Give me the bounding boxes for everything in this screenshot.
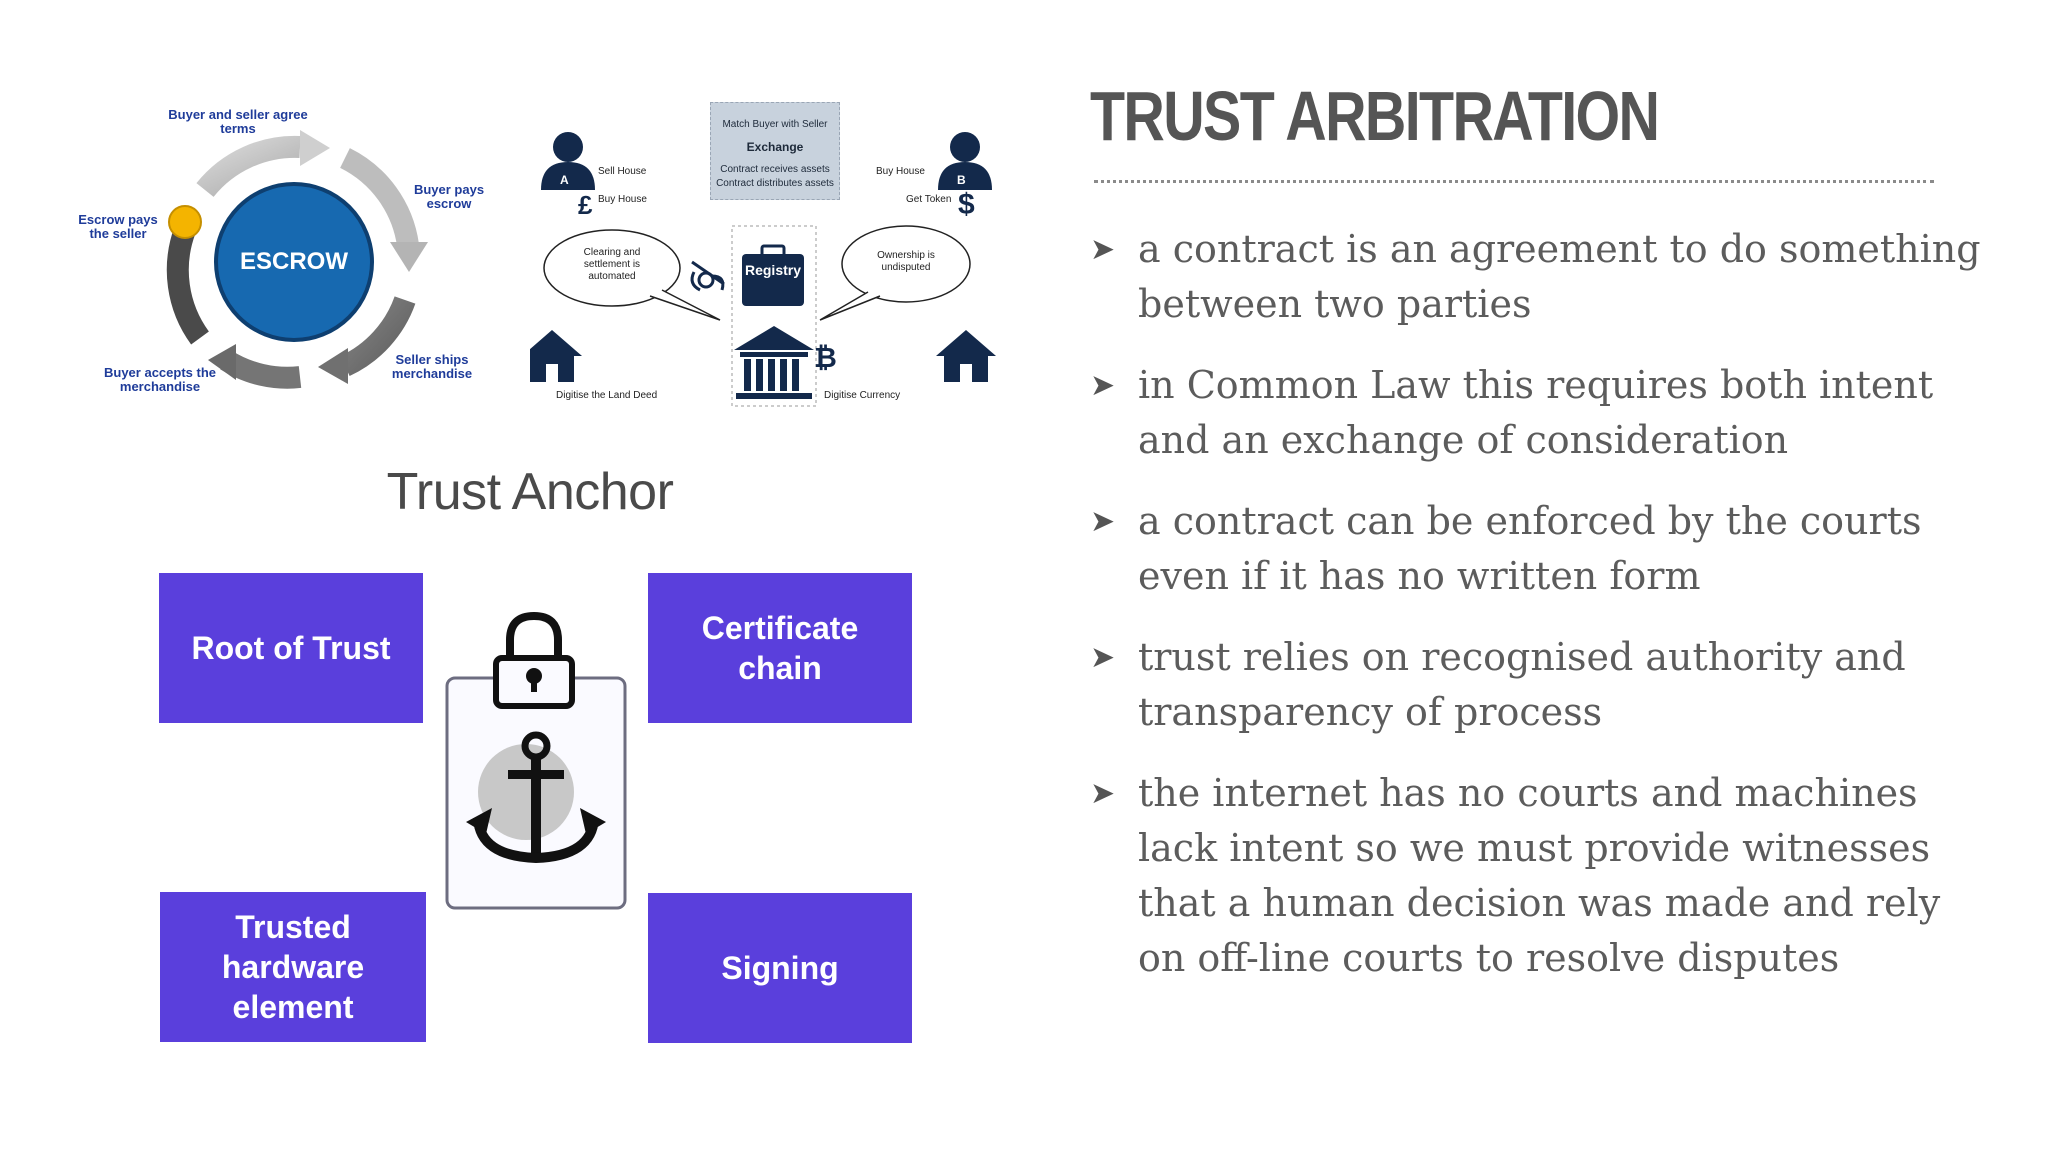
registry-label: Registry bbox=[744, 262, 802, 278]
buy-house-right-label: Buy House bbox=[876, 166, 925, 177]
bullet-item: ➤ a contract is an agreement to do somet… bbox=[1090, 222, 1990, 332]
bubble-left-text: Clearing and settlement is automated bbox=[583, 247, 641, 282]
trusted-hardware-line3: element bbox=[232, 989, 354, 1025]
root-of-trust-label: Root of Trust bbox=[191, 630, 391, 666]
bullet-arrow-icon: ➤ bbox=[1090, 368, 1116, 403]
bullet-text: trust relies on recognised authority and… bbox=[1138, 635, 1906, 734]
exchange-box-name: Exchange bbox=[746, 140, 804, 154]
anchor-icon bbox=[466, 731, 606, 864]
exchange-box: Match Buyer with Seller Exchange Contrac… bbox=[710, 102, 840, 200]
trusted-hardware-box: Trusted hardware element bbox=[160, 892, 426, 1042]
certificate-chain-line2: chain bbox=[738, 650, 822, 686]
signing-box: Signing bbox=[648, 893, 912, 1043]
person-b-icon bbox=[938, 132, 992, 190]
digitise-currency-label: Digitise Currency bbox=[824, 390, 901, 401]
bullet-text: a contract can be enforced by the courts… bbox=[1138, 499, 1922, 598]
escrow-step-pays: Buyer pays escrow bbox=[413, 182, 485, 211]
escrow-center-label: ESCROW bbox=[240, 248, 348, 275]
bullet-item: ➤ in Common Law this requires both inten… bbox=[1090, 358, 1990, 468]
bullet-arrow-icon: ➤ bbox=[1090, 232, 1116, 267]
bullet-text: in Common Law this requires both intent … bbox=[1138, 363, 1934, 462]
escrow-step-pays-seller: Escrow pays the seller bbox=[78, 212, 158, 241]
exchange-graphics bbox=[530, 132, 996, 407]
buy-house-left-label: Buy House bbox=[598, 194, 647, 205]
escrow-step-ships: Seller ships merchandise bbox=[391, 352, 473, 381]
bullet-text: the internet has no courts and machines … bbox=[1138, 771, 1941, 980]
deed-scroll-icon bbox=[690, 260, 725, 292]
registry-briefcase-icon bbox=[742, 244, 804, 306]
bubble-right-text: Ownership is undisputed bbox=[877, 250, 935, 273]
signing-label: Signing bbox=[721, 950, 839, 986]
get-token-label: Get Token bbox=[906, 194, 952, 205]
bubble-right bbox=[819, 225, 971, 321]
exchange-box-line1: Contract receives assets bbox=[720, 164, 830, 175]
person-a-icon bbox=[541, 132, 595, 190]
bullet-item: ➤ the internet has no courts and machine… bbox=[1090, 766, 1990, 986]
digitise-deed-label: Digitise the Land Deed bbox=[556, 390, 658, 401]
dollar-icon: $ bbox=[958, 188, 975, 221]
bullet-arrow-icon: ➤ bbox=[1090, 640, 1116, 675]
bullet-list: ➤ a contract is an agreement to do somet… bbox=[1090, 222, 1990, 1012]
house-right-icon bbox=[936, 330, 996, 382]
house-left-icon bbox=[530, 330, 582, 382]
trust-anchor-title: Trust Anchor bbox=[386, 463, 674, 521]
anchor-lock-graphic bbox=[445, 611, 627, 910]
escrow-step-accepts: Buyer accepts the merchandise bbox=[104, 365, 216, 394]
person-b-label: B bbox=[957, 173, 966, 187]
padlock-icon bbox=[493, 611, 575, 709]
bubble-left bbox=[543, 229, 721, 321]
pound-icon: £ bbox=[578, 190, 593, 220]
sell-house-label: Sell House bbox=[598, 166, 647, 177]
trusted-hardware-line2: hardware bbox=[221, 949, 365, 985]
escrow-cycle-arrows bbox=[166, 130, 428, 389]
certificate-chain-line1: Certificate bbox=[701, 610, 859, 646]
person-a-label: A bbox=[560, 173, 569, 187]
escrow-step-agree: Buyer and seller agree terms bbox=[168, 107, 308, 136]
certificate-chain-box: Certificate chain bbox=[648, 573, 912, 723]
root-of-trust-box: Root of Trust bbox=[159, 573, 423, 723]
bullet-item: ➤ trust relies on recognised authority a… bbox=[1090, 630, 1990, 740]
bank-icon bbox=[734, 326, 814, 399]
trusted-hardware-line1: Trusted bbox=[235, 909, 351, 945]
exchange-box-line2: Contract distributes assets bbox=[716, 178, 834, 189]
bullet-text: a contract is an agreement to do somethi… bbox=[1138, 227, 1981, 326]
bullet-arrow-icon: ➤ bbox=[1090, 504, 1116, 539]
bitcoin-icon: ₿ bbox=[814, 342, 837, 373]
title-divider bbox=[1094, 180, 1934, 183]
slide-title: TRUST ARBITRATION bbox=[1090, 77, 1660, 155]
bullet-arrow-icon: ➤ bbox=[1090, 776, 1116, 811]
bullet-item: ➤ a contract can be enforced by the cour… bbox=[1090, 494, 1990, 604]
exchange-box-title: Match Buyer with Seller bbox=[722, 119, 828, 130]
